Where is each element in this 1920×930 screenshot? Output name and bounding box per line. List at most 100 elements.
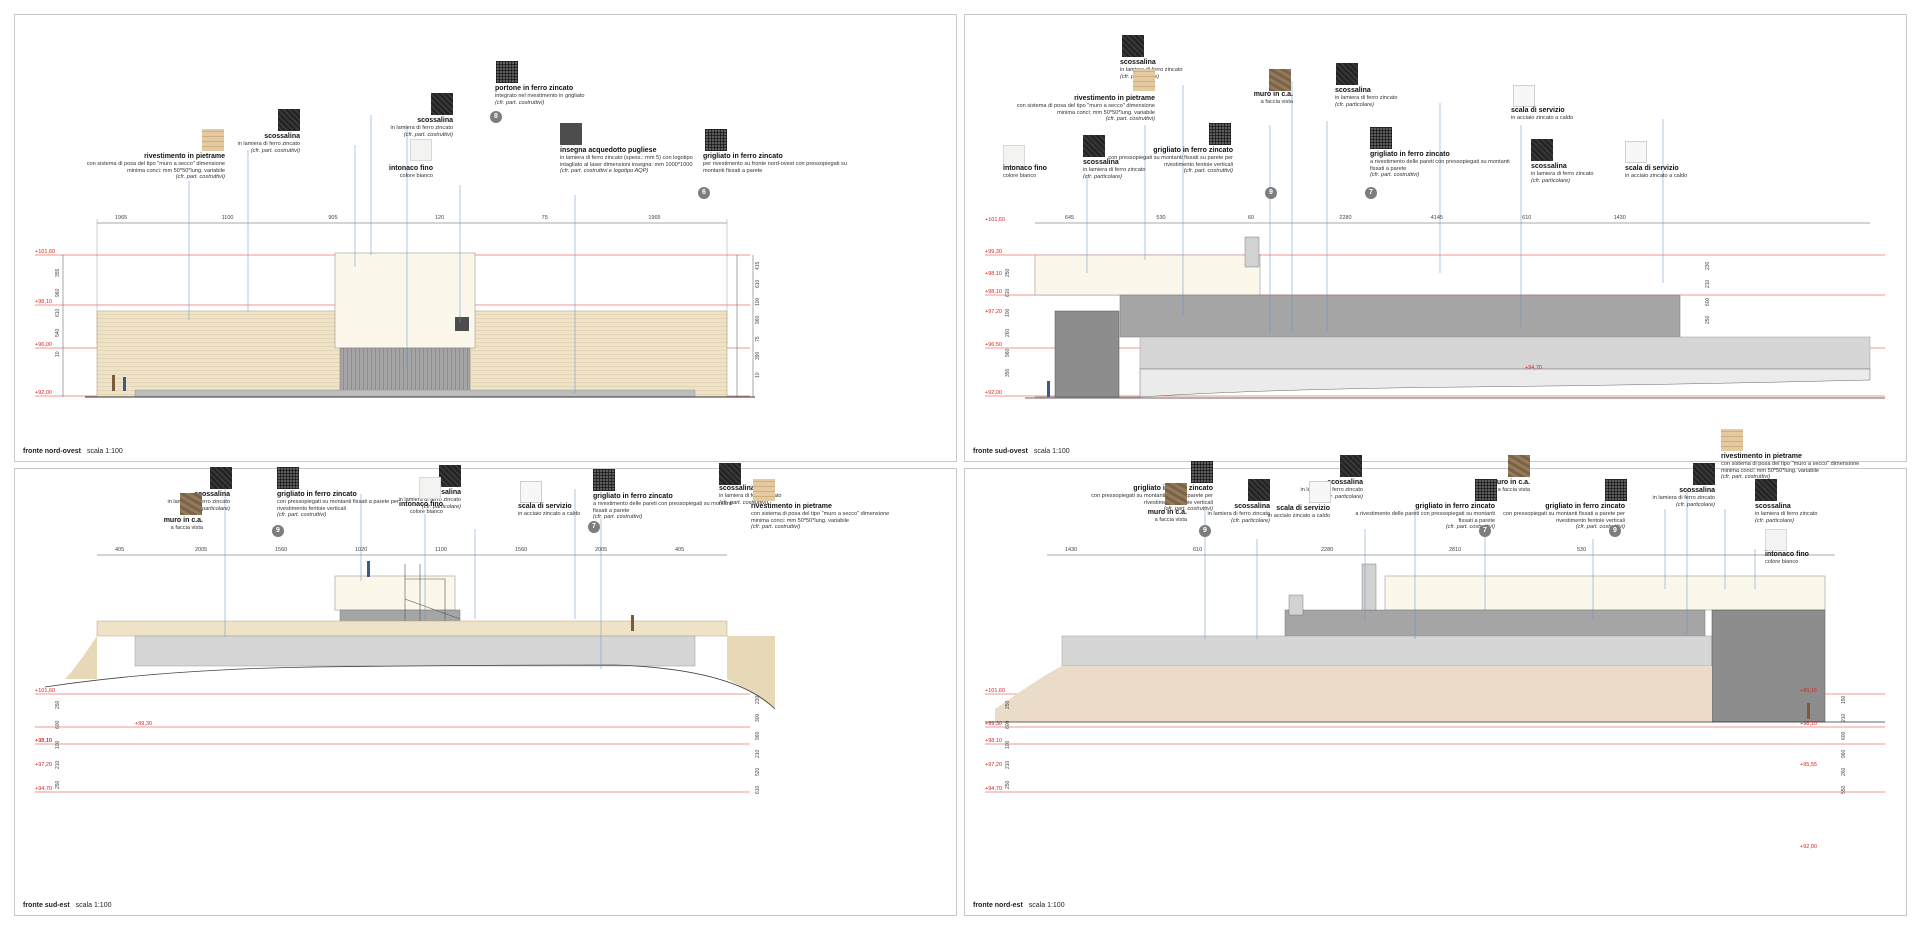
stone-cladding-swatch xyxy=(753,479,775,501)
label-note: (cfr. part. costruttivi) xyxy=(403,131,453,138)
flashing-swatch xyxy=(1083,135,1105,157)
label-note: (cfr. part. costruttivi) xyxy=(1105,116,1155,123)
dimension-label: 355 xyxy=(55,268,61,277)
level-marker: +99,15 xyxy=(1800,688,1817,694)
dimension-label: 530 xyxy=(1156,215,1165,221)
label-title: rivestimento in pietrame xyxy=(1721,453,1802,460)
elevation-title: fronte sud-ovest xyxy=(973,448,1028,455)
concrete-swatch xyxy=(1165,483,1187,505)
grating-swatch xyxy=(1605,479,1627,501)
label-title: scossalina xyxy=(1679,487,1715,494)
label-note: (cfr. part. costruttivi) xyxy=(175,174,225,181)
label-desc: in lamiera di ferro zincato xyxy=(1300,487,1364,493)
concrete-swatch xyxy=(1508,455,1530,477)
label-title: insegna acquedotto pugliese xyxy=(560,147,657,154)
dimension-label: 120 xyxy=(435,215,444,221)
label-title: muro in c.a. xyxy=(1147,509,1187,516)
label-title: muro in c.a. xyxy=(1490,479,1530,486)
dimension-label: 1560 xyxy=(275,547,287,553)
dimension-label: 1965 xyxy=(648,215,660,221)
label-title: scossalina xyxy=(1234,503,1270,510)
label-title: portone in ferro zincato xyxy=(495,85,574,92)
dimension-label: 10 xyxy=(755,372,761,378)
label-title: intonaco fino xyxy=(389,165,433,172)
dimension-label: 1100 xyxy=(435,547,447,553)
label-desc: a faccia vista xyxy=(170,525,203,531)
label-note: (cfr. part. costruttivi) xyxy=(593,514,643,521)
label-title: grigliato in ferro zincato xyxy=(593,493,673,500)
dimension-label: 960 xyxy=(55,288,61,297)
flashing-swatch xyxy=(431,93,453,115)
elevation-scale: scala 1:100 xyxy=(75,902,112,909)
label-title: scala di servizio xyxy=(518,503,572,510)
elevation-drawing: +101,60+99,30+98,10+98,10+97,20+96,50+94… xyxy=(985,81,1885,399)
callout-number: 9 xyxy=(272,525,284,537)
dimension-label: 100 xyxy=(1005,740,1011,749)
grating-swatch xyxy=(705,129,727,151)
dimension-label: 610 xyxy=(1005,288,1011,297)
label-title: scala di servizio xyxy=(1511,107,1565,114)
label-title: muro in c.a. xyxy=(163,517,203,524)
label-title: grigliato in ferro zincato xyxy=(1545,503,1625,510)
label-desc: a faccia vista xyxy=(1154,517,1187,523)
label-note: (cfr. particolare) xyxy=(1324,493,1363,500)
dimension-label: 4145 xyxy=(1431,215,1443,221)
flashing-swatch xyxy=(278,109,300,131)
label-title: rivestimento in pietrame xyxy=(1074,95,1155,102)
label-note: (cfr. part. costruttivi) xyxy=(277,512,327,519)
flashing-swatch xyxy=(1122,35,1144,57)
grating-swatch xyxy=(593,469,615,491)
dimension-label: 600 xyxy=(1705,297,1711,306)
label-desc: in lamiera di ferro zincato xyxy=(167,499,231,505)
dimension-label: 2280 xyxy=(1321,547,1333,553)
label-note: (cfr. particolare) xyxy=(1531,177,1570,184)
dimension-label: 405 xyxy=(675,547,684,553)
level-marker: +101,60 xyxy=(35,249,55,255)
label-title: scossalina xyxy=(1327,479,1363,486)
dimension-label: 100 xyxy=(55,740,61,749)
label-title: grigliato in ferro zincato xyxy=(703,153,783,160)
level-marker: +96,50 xyxy=(985,342,1002,348)
level-marker: +97,20 xyxy=(985,762,1002,768)
service-stair-swatch xyxy=(1309,481,1331,503)
elevation-panel-north-east: +101,60+99,30+98,10+97,20+94,70+99,15+98… xyxy=(964,429,1907,916)
dimension-label: 610 xyxy=(55,308,61,317)
flashing-swatch xyxy=(1755,479,1777,501)
label-note: (cfr. part. costruttivi) xyxy=(751,524,801,531)
level-marker: +96,00 xyxy=(35,342,52,348)
label-desc: in acciaio zincato a caldo xyxy=(1625,173,1688,179)
dimension-label: 610 xyxy=(755,785,761,794)
level-marker: +98,10 xyxy=(1800,721,1817,727)
label-note: (cfr. particolare) xyxy=(422,503,461,510)
label-note: (cfr. part. costruttivi e logotipo AQP) xyxy=(560,168,649,175)
flashing-swatch xyxy=(1336,63,1358,85)
label-desc: a rivestimento delle pareti con pressopi… xyxy=(593,501,733,514)
flashing-swatch xyxy=(1693,463,1715,485)
dimension-label: 2280 xyxy=(1339,215,1351,221)
flashing-swatch xyxy=(439,465,461,487)
label-concrete: muro in c.a.a faccia vista xyxy=(53,517,203,532)
grating-swatch xyxy=(277,467,299,489)
elevation-title: fronte nord-est xyxy=(973,902,1023,909)
sign-swatch xyxy=(560,123,582,145)
label-desc: per rivestimento su fronte nord-ovest co… xyxy=(703,161,847,174)
dimension-label: 2005 xyxy=(195,547,207,553)
dimension-label: 75 xyxy=(542,215,548,221)
level-marker: +98,10 xyxy=(985,289,1002,295)
